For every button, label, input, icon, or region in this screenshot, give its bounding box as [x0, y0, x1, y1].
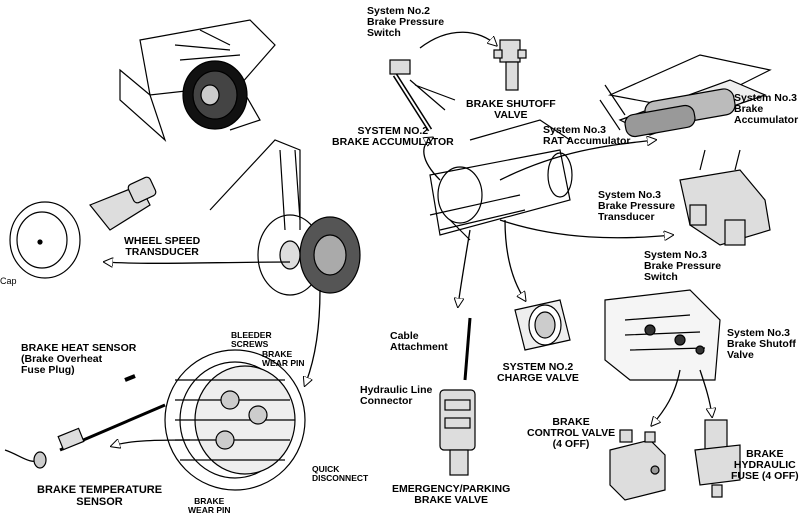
sys3-shutoff-panel-illustration	[604, 289, 721, 381]
arrow-gear-to-speed-transducer	[105, 262, 291, 263]
arrow-bay-to-transducer	[499, 219, 672, 238]
label-cable-attachment: Cable Attachment	[390, 330, 448, 353]
sys2-charge-valve-illustration	[514, 299, 571, 351]
wheel-speed-transducer-illustration	[89, 176, 157, 231]
arrow-sys2-switch-to-shutoff	[419, 31, 496, 49]
label-sys3-brake-accumulator: System No.3 Brake Accumulator	[734, 92, 799, 126]
sys3-accumulator-illustration	[599, 54, 772, 138]
label-brake-temperature-sensor: BRAKE TEMPERATURE SENSOR	[37, 484, 163, 508]
label-brake-control-valve: BRAKE CONTROL VALVE (4 OFF)	[527, 416, 616, 450]
brake-shutoff-valve-illustration	[493, 39, 527, 91]
label-sys3-brake-pressure-switch: System No.3 Brake Pressure Switch	[644, 249, 722, 283]
label-sys3-brake-shutoff-valve: System No.3 Brake Shutoff Valve	[727, 327, 796, 361]
brake-hydraulic-fuse-illustration	[694, 419, 741, 498]
label-sys3-rat-accumulator: System No.3 RAT Accumulator	[543, 124, 631, 147]
label-wheel-speed-transducer: WHEEL SPEED TRANSDUCER	[124, 235, 201, 258]
arrow-bay-to-accumulator	[424, 138, 441, 181]
brake-temperature-sensor-illustration	[4, 374, 166, 469]
label-sys3-brake-pressure-transducer: System No.3 Brake Pressure Transducer	[598, 189, 676, 223]
label-sys2-brake-accumulator: SYSTEM NO.2 BRAKE ACCUMULATOR	[332, 125, 454, 148]
label-sys2-charge-valve: SYSTEM NO.2 CHARGE VALVE	[497, 361, 579, 384]
label-cap: Cap	[0, 276, 17, 286]
landing-gear-bay-illustration	[119, 19, 276, 142]
emergency-parking-valve-illustration	[439, 317, 476, 476]
label-quick-disconnect: QUICK DISCONNECT	[312, 464, 369, 483]
main-gear-illustration	[209, 139, 361, 296]
label-brake-wear-pin-bottom: BRAKE WEAR PIN	[188, 496, 231, 515]
label-brake-shutoff-valve: BRAKE SHUTOFF VALVE	[466, 98, 556, 121]
sys2-switch-illustration	[389, 59, 456, 132]
arrow-panel-to-hyd-fuse	[699, 369, 712, 416]
hub-cap-illustration	[9, 201, 81, 279]
sys3-pressure-transducer-illustration	[679, 149, 771, 246]
arrow-brake-to-temp-sensor	[112, 440, 191, 446]
arrow-bay-to-rat	[499, 140, 655, 181]
brake-assembly-illustration	[164, 349, 306, 491]
arrow-gear-to-brake	[305, 289, 321, 385]
label-emergency-parking-brake-valve: EMERGENCY/PARKING BRAKE VALVE	[392, 483, 511, 506]
brake-control-valve-illustration	[609, 429, 666, 501]
label-sys2-brake-pressure-switch: System No.2 Brake Pressure Switch	[367, 5, 445, 39]
label-brake-hydraulic-fuse: BRAKE HYDRAULIC FUSE (4 OFF)	[731, 448, 799, 482]
label-bleeder-screws: BLEEDER SCREWS	[231, 330, 272, 349]
arrow-bay-to-emergency-valve	[458, 229, 471, 306]
label-hydraulic-line-connector: Hydraulic Line Connector	[360, 384, 433, 407]
hydraulic-bay-illustration	[429, 119, 573, 241]
label-brake-wear-pin-top: BRAKE WEAR PIN	[262, 349, 305, 368]
arrow-bay-to-charge-valve	[504, 219, 525, 300]
arrow-panel-to-control-valve	[652, 369, 681, 425]
label-brake-heat-sensor: BRAKE HEAT SENSOR (Brake Overheat Fuse P…	[21, 342, 137, 376]
